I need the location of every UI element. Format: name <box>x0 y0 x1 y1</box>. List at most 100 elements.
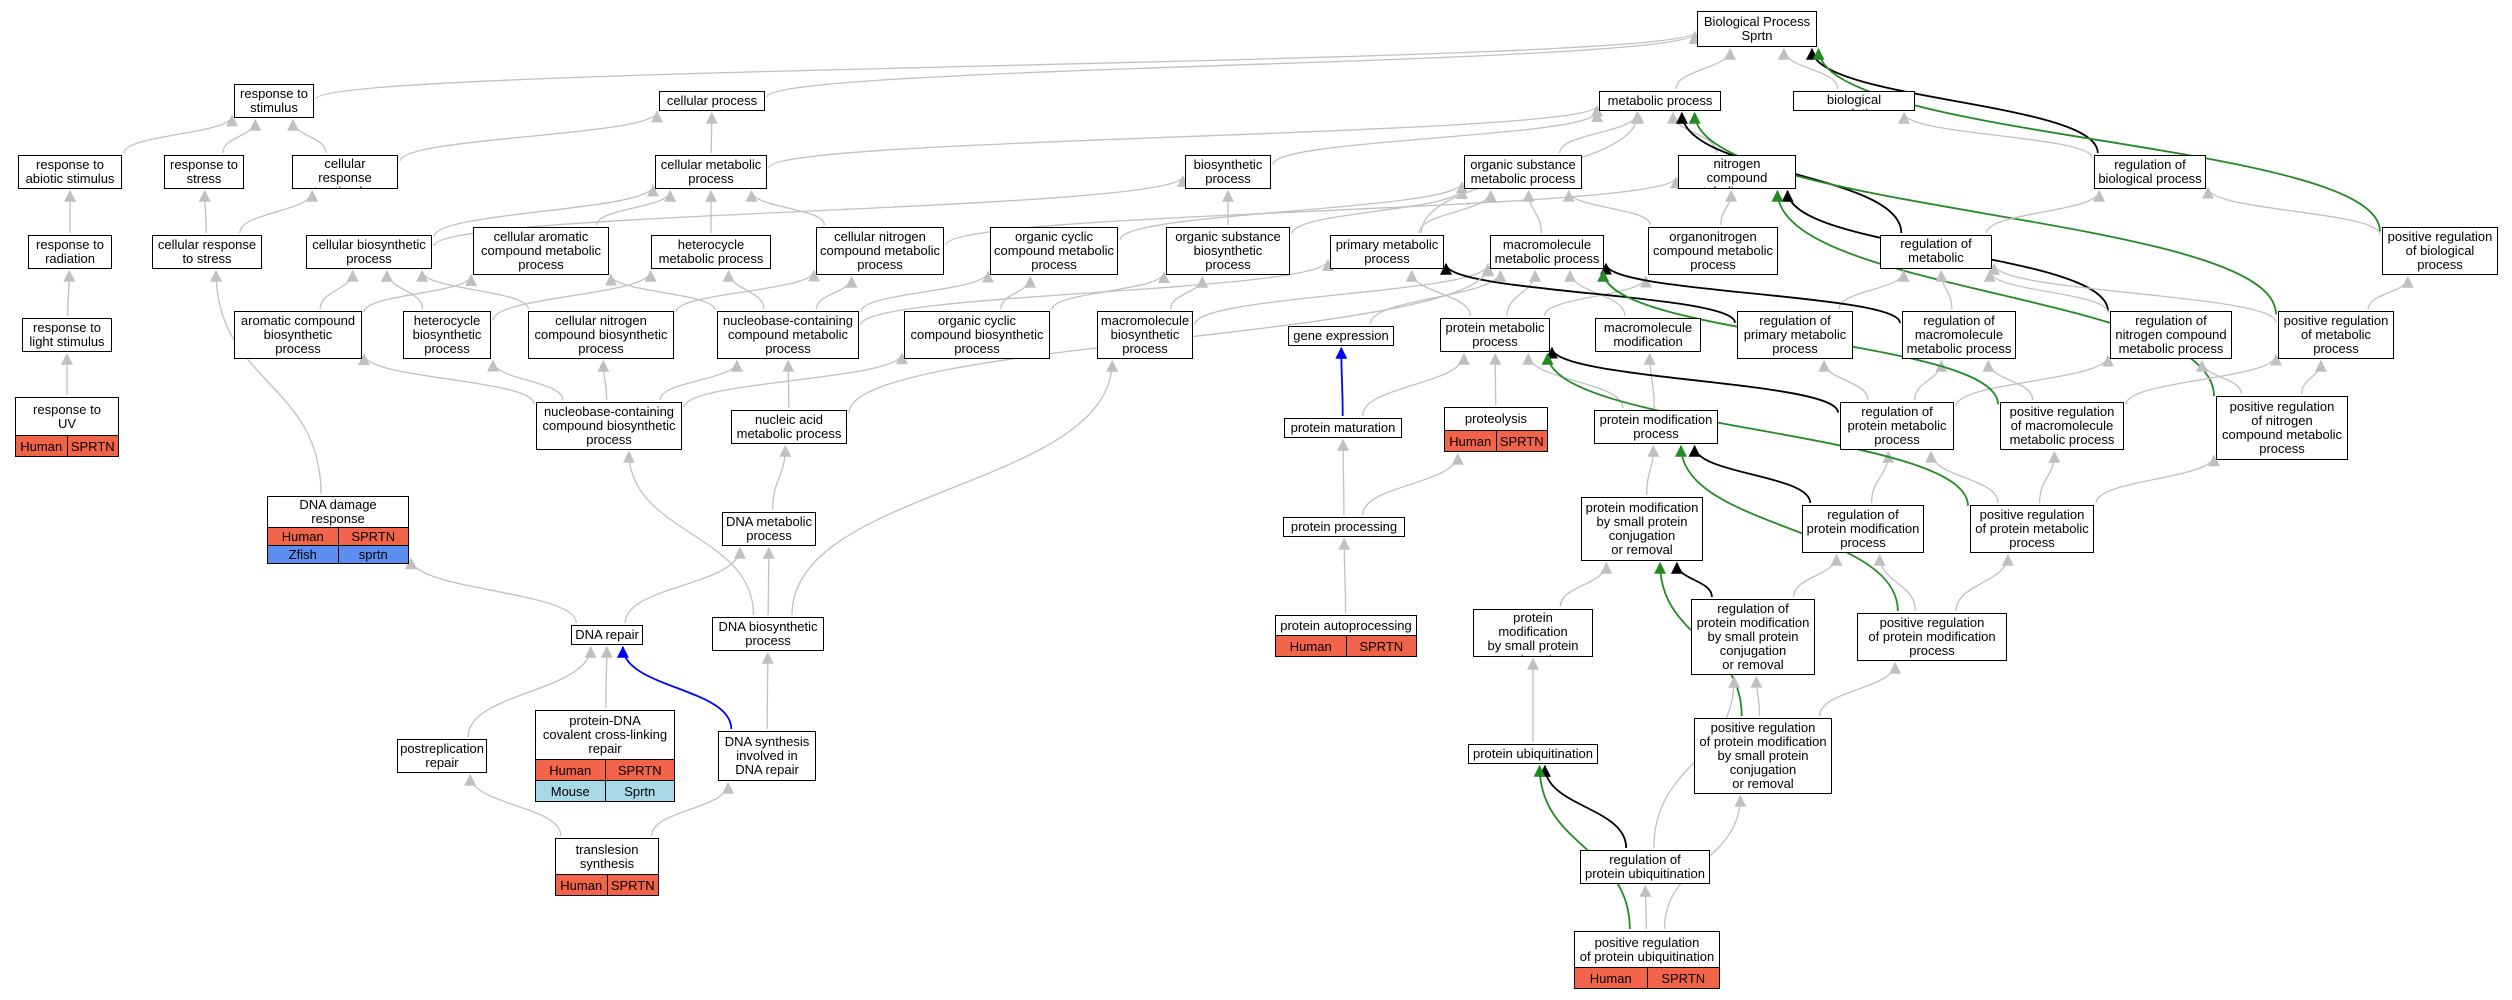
go-term-resp-stim[interactable]: response to stimulus <box>234 84 314 118</box>
go-term-nuc-acid-met[interactable]: nucleic acid metabolic process <box>731 410 847 444</box>
edge-regulates <box>1538 764 1628 849</box>
go-term-label: positive regulation of nitrogen compound… <box>2222 399 2342 456</box>
go-term-cell-met[interactable]: cellular metabolic process <box>655 155 767 189</box>
go-term-cell-resp-stim[interactable]: cellular response to stimulus <box>292 155 398 189</box>
edge-is-a <box>2095 454 2220 504</box>
edge-is-a <box>791 359 1119 616</box>
go-term-cell-nitro-biosyn[interactable]: cellular nitrogen compound biosynthetic … <box>528 311 674 359</box>
go-term-org-cyc-biosyn[interactable]: organic cyclic compound biosynthetic pro… <box>904 311 1050 359</box>
go-term-biosyn[interactable]: biosynthetic process <box>1185 155 1271 189</box>
go-term-pos-reg-macro-met[interactable]: positive regulation of macromolecule met… <box>2000 402 2124 450</box>
edge-is-a <box>1119 181 1468 241</box>
go-term-prot-mod[interactable]: protein modification process <box>1594 410 1718 444</box>
go-term-label: positive regulation of metabolic process <box>2283 313 2389 356</box>
go-term-label: organic substance biosynthetic process <box>1175 229 1281 272</box>
go-term-organonitro[interactable]: organonitrogen compound metabolic proces… <box>1648 227 1778 275</box>
go-term-pos-reg-prot-ubiq[interactable]: positive regulation of protein ubiquitin… <box>1574 931 1720 989</box>
edge-is-a <box>315 30 1701 100</box>
go-term-prot-proc[interactable]: protein processing <box>1283 517 1405 537</box>
go-term-resp-abiotic[interactable]: response to abiotic stimulus <box>18 155 122 189</box>
edge-positively-regulates <box>1541 352 1969 506</box>
go-term-cell-proc[interactable]: cellular process <box>659 91 765 111</box>
edge-is-a <box>63 269 76 317</box>
go-term-nitro-met[interactable]: nitrogen compound metabolic process <box>1678 155 1796 189</box>
go-term-nucbase-met[interactable]: nucleobase-containing compound metabolic… <box>717 311 859 359</box>
go-term-reg-prot-met[interactable]: regulation of protein metabolic process <box>1840 402 1954 450</box>
go-term-org-sub-biosyn[interactable]: organic substance biosynthetic process <box>1166 227 1290 275</box>
go-term-reg-nitro-met[interactable]: regulation of nitrogen compound metaboli… <box>2110 311 2232 359</box>
go-term-pos-reg-met[interactable]: positive regulation of metabolic process <box>2278 311 2394 359</box>
go-term-reg-prot-ubiq[interactable]: regulation of protein ubiquitination <box>1580 850 1710 884</box>
edge-is-a <box>1988 262 2277 323</box>
go-term-cell-resp-stress[interactable]: cellular response to stress <box>152 235 262 269</box>
go-term-reg-bio[interactable]: regulation of biological process <box>2094 155 2206 189</box>
go-term-label: positive regulation of protein metabolic… <box>1975 507 2089 550</box>
go-term-met-proc[interactable]: metabolic process <box>1599 91 1721 111</box>
go-term-resp-rad[interactable]: response to radiation <box>28 235 112 269</box>
go-term-reg-prot-mod[interactable]: regulation of protein modification proce… <box>1802 505 1924 553</box>
edge-is-a <box>405 557 577 624</box>
go-term-label: cellular metabolic process <box>660 157 762 186</box>
go-term-resp-light[interactable]: response to light stimulus <box>22 318 112 352</box>
edge-is-a <box>2038 450 2061 504</box>
go-term-label: regulation of protein modification by sm… <box>1696 601 1810 672</box>
gene-cell: SPRTN <box>66 436 119 456</box>
edge-regulates <box>1600 262 1901 324</box>
go-term-prot-met[interactable]: protein metabolic process <box>1440 318 1550 352</box>
edge-is-a <box>1720 189 1738 226</box>
go-term-label: Biological Process Sprtn <box>1703 14 1811 43</box>
edge-is-a <box>782 359 795 409</box>
go-term-label: gene expression <box>1293 328 1389 343</box>
go-term-prot-dna[interactable]: protein-DNA covalent cross-linking repai… <box>535 710 675 802</box>
go-term-arom-biosyn[interactable]: aromatic compound biosynthetic process <box>234 311 362 359</box>
edge-is-a <box>2301 359 2327 395</box>
go-term-macro-biosyn[interactable]: macromolecule biosynthetic process <box>1097 311 1193 359</box>
go-term-macro-mod[interactable]: macromolecule modification <box>1595 318 1701 352</box>
go-term-prot-mod-conj[interactable]: protein modification by small protein co… <box>1473 609 1593 657</box>
go-term-reg-macro-met[interactable]: regulation of macromolecule metabolic pr… <box>1902 311 2016 359</box>
go-term-hetero-biosyn[interactable]: heterocycle biosynthetic process <box>403 311 491 359</box>
go-term-prot-mod-small[interactable]: protein modification by small protein co… <box>1581 497 1703 561</box>
go-term-hetero-met[interactable]: heterocycle metabolic process <box>651 235 771 269</box>
go-term-dna-synth-repair[interactable]: DNA synthesis involved in DNA repair <box>718 731 816 781</box>
organism-cell: Human <box>1449 433 1492 449</box>
go-term-pos-reg-prot-mod[interactable]: positive regulation of protein modificat… <box>1857 613 2007 661</box>
go-term-prot-mat[interactable]: protein maturation <box>1284 418 1402 438</box>
go-term-cell-nitro-met[interactable]: cellular nitrogen compound metabolic pro… <box>816 227 944 275</box>
go-term-org-cyc-met[interactable]: organic cyclic compound metabolic proces… <box>990 227 1118 275</box>
go-term-reg-met[interactable]: regulation of metabolic process <box>1880 235 1992 269</box>
edge-is-a <box>722 269 765 310</box>
edge-is-a <box>467 645 597 738</box>
go-term-cell-biosyn[interactable]: cellular biosynthetic process <box>306 235 432 269</box>
go-term-pos-reg-prot-met[interactable]: positive regulation of protein metabolic… <box>1970 505 2094 553</box>
go-term-pos-reg-bio[interactable]: positive regulation of biological proces… <box>2382 227 2498 275</box>
go-term-org-sub-met[interactable]: organic substance metabolic process <box>1464 155 1582 189</box>
go-term-label: protein-DNA covalent cross-linking repai… <box>542 713 668 756</box>
go-term-dna-biosyn[interactable]: DNA biosynthetic process <box>712 617 824 651</box>
go-term-dna-met[interactable]: DNA metabolic process <box>722 512 816 546</box>
go-term-nucbase-biosyn[interactable]: nucleobase-containing compound biosynthe… <box>536 402 682 450</box>
go-term-dna-repair[interactable]: DNA repair <box>571 625 643 645</box>
go-term-postrep[interactable]: postreplication repair <box>397 739 487 773</box>
go-term-resp-stress[interactable]: response to stress <box>164 155 244 189</box>
go-term-reg-prim-met[interactable]: regulation of primary metabolic process <box>1737 311 1853 359</box>
go-term-pos-reg-prot-mod-small[interactable]: positive regulation of protein modificat… <box>1694 718 1832 794</box>
go-term-bp[interactable]: Biological Process Sprtn <box>1697 11 1817 47</box>
go-term-reg-prot-mod-small[interactable]: regulation of protein modification by sm… <box>1691 599 1815 675</box>
go-term-prim-met[interactable]: primary metabolic process <box>1330 235 1444 269</box>
go-term-pos-reg-nitro-met[interactable]: positive regulation of nitrogen compound… <box>2216 396 2348 460</box>
go-term-bio-reg[interactable]: biological regulation <box>1793 91 1915 111</box>
go-term-cell-arom[interactable]: cellular aromatic compound metabolic pro… <box>473 227 609 275</box>
go-term-macro-met[interactable]: macromolecule metabolic process <box>1490 235 1604 269</box>
edge-is-a <box>1194 263 1494 325</box>
edge-is-a <box>1870 450 1895 504</box>
go-term-gene-expr[interactable]: gene expression <box>1288 326 1394 346</box>
go-term-prot-ubiq[interactable]: protein ubiquitination <box>1468 744 1598 764</box>
